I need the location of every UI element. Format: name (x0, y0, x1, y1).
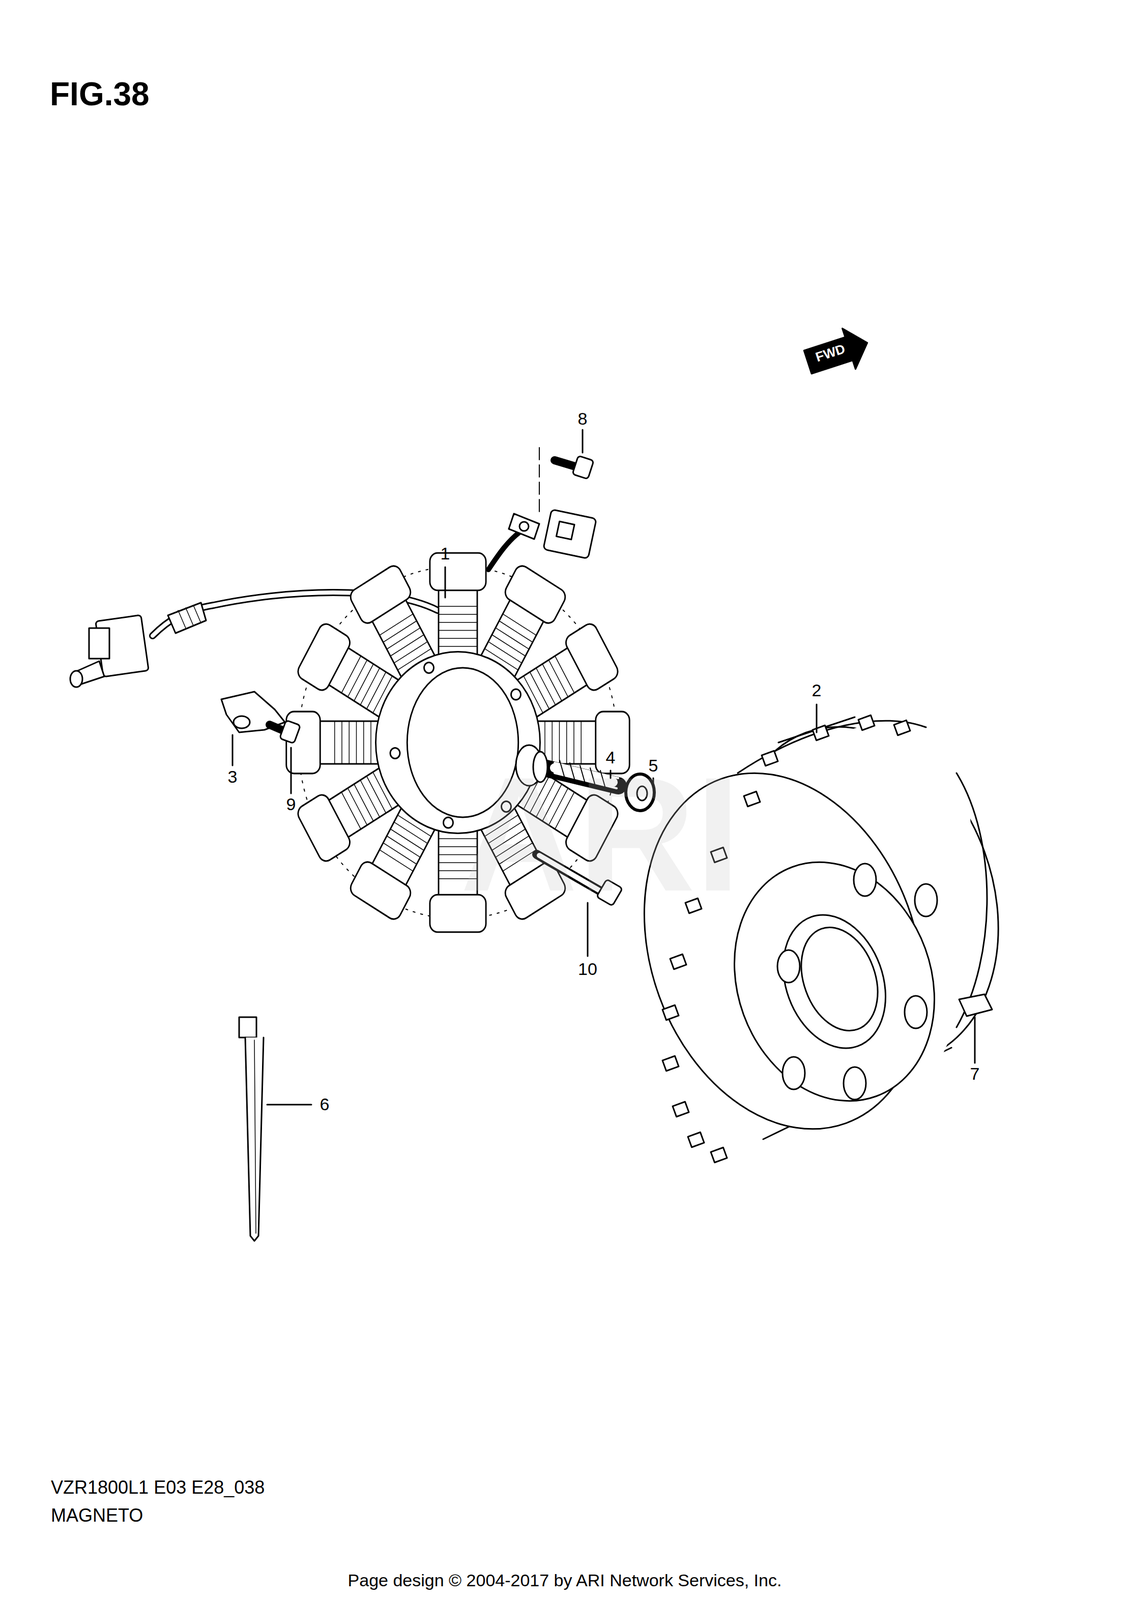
callout-number: 10 (577, 960, 598, 979)
callout-number: 9 (286, 795, 297, 815)
copyright-note: Page design © 2004-2017 by ARI Network S… (348, 1571, 782, 1591)
watermark: ARI (459, 744, 741, 924)
callout-number: 2 (812, 681, 822, 701)
callout-number: 1 (440, 544, 451, 564)
callout-number: 7 (970, 1064, 980, 1084)
model-code: VZR1800L1 E03 E28_038 (50, 1478, 265, 1499)
section-name: MAGNETO (50, 1505, 143, 1527)
figure-title: FIG.38 (49, 76, 150, 112)
callout-number: 8 (577, 409, 588, 429)
callout-number: 3 (227, 767, 238, 787)
callout-number: 6 (320, 1095, 330, 1115)
